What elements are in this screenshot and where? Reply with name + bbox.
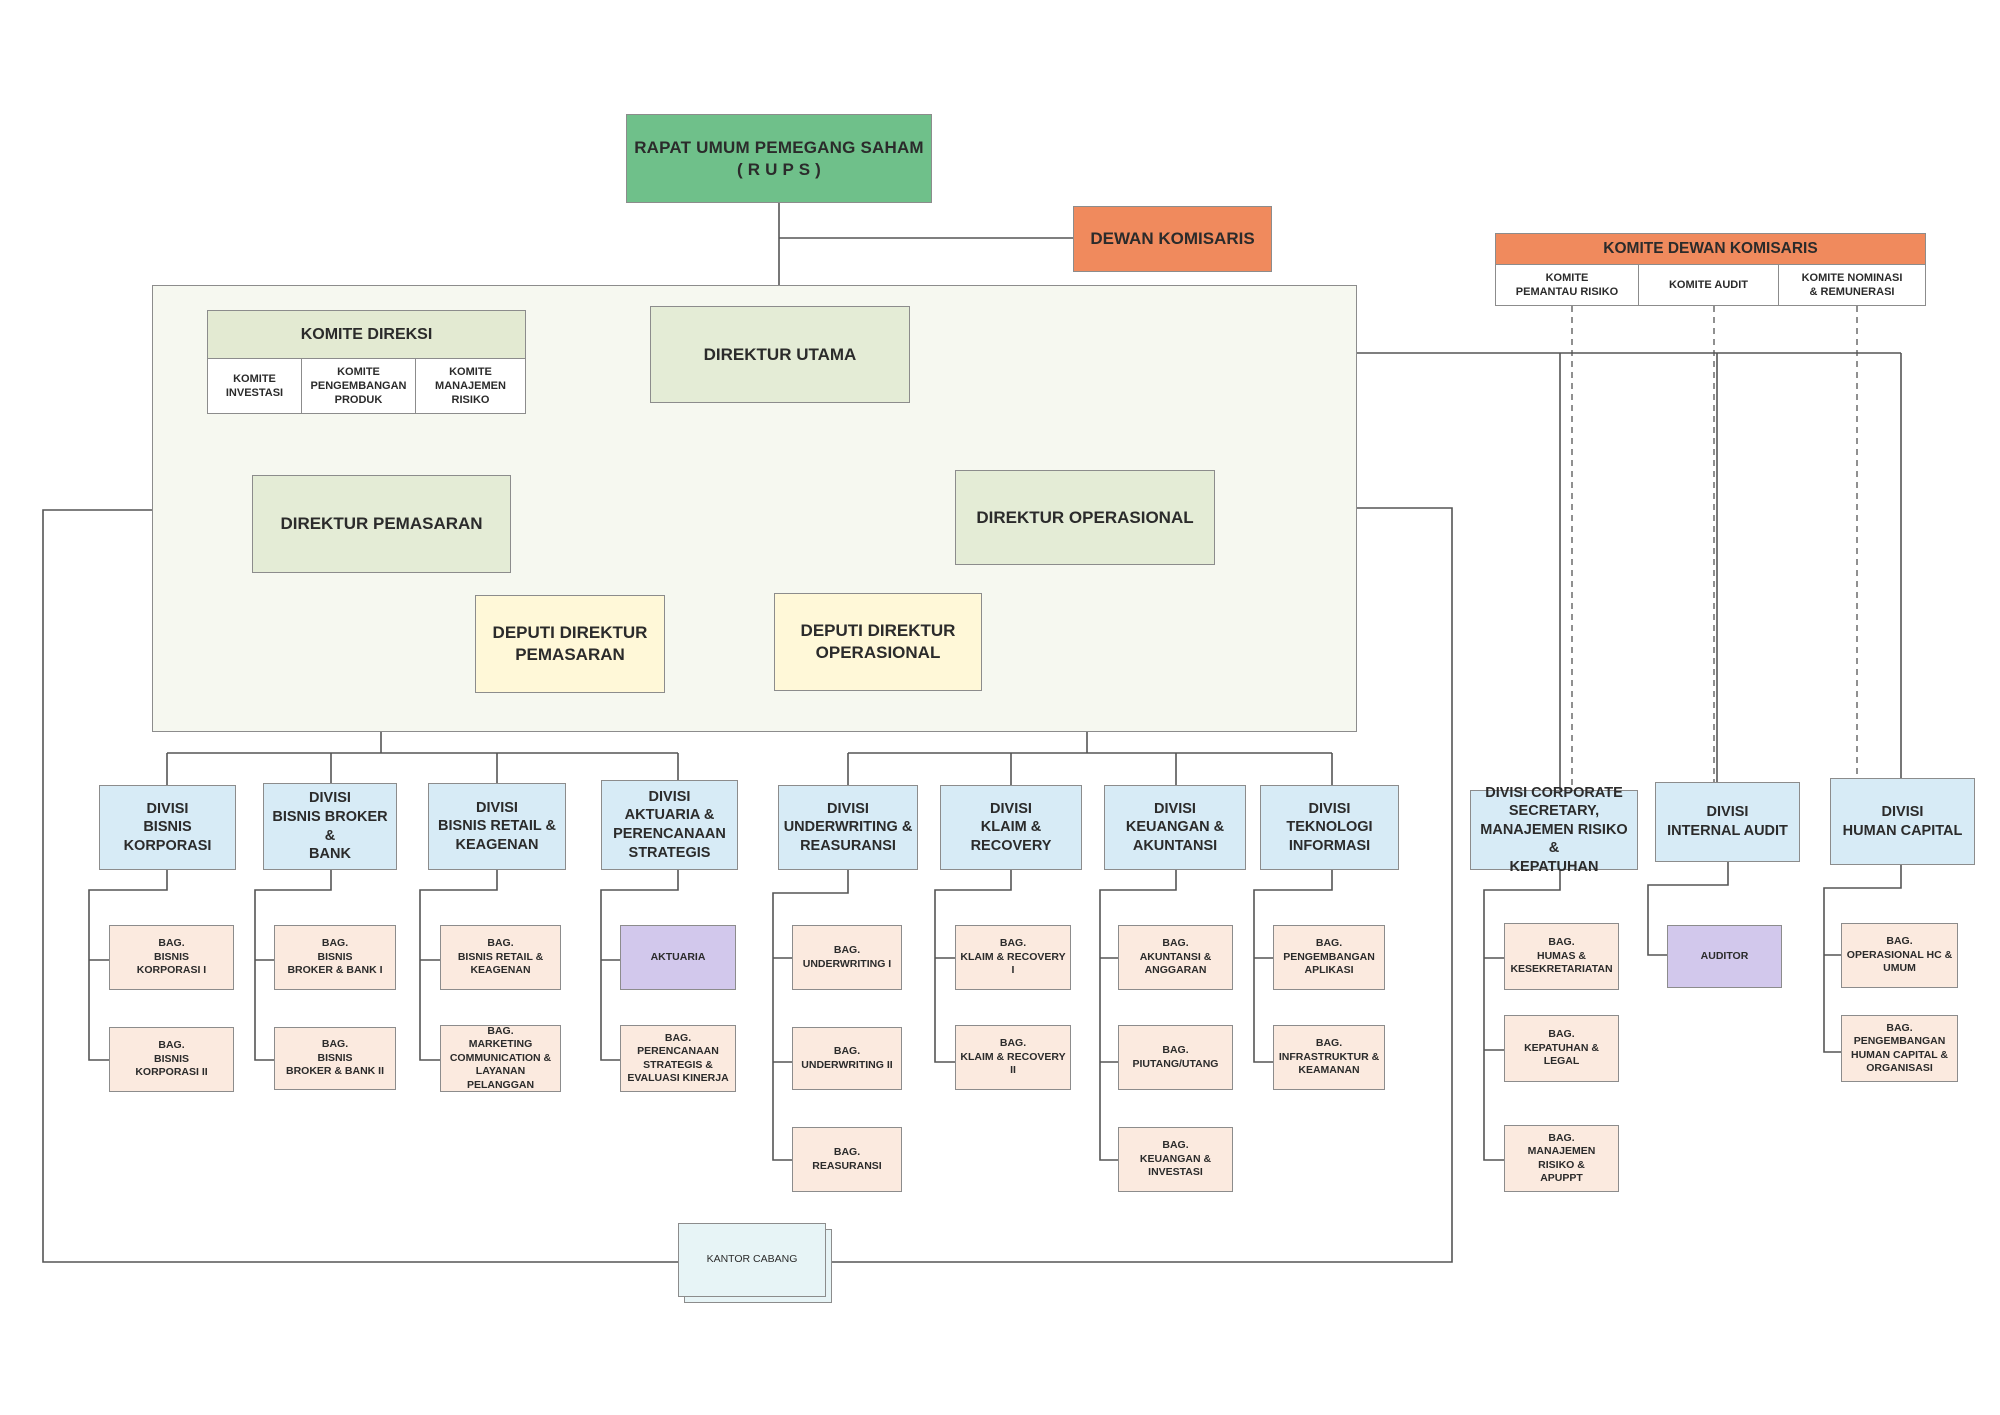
divisi-teknologi-informasi: DIVISI TEKNOLOGI INFORMASI (1260, 785, 1399, 870)
deputi-operasional-box: DEPUTI DIREKTUR OPERASIONAL (774, 593, 982, 691)
bag-bisnis-korporasi-2: BAG. BISNIS KORPORASI II (109, 1027, 234, 1092)
bag-underwriting-1: BAG. UNDERWRITING I (792, 925, 902, 990)
bag-infrastruktur-keamanan: BAG. INFRASTRUKTUR & KEAMANAN (1273, 1025, 1385, 1090)
bag-bisnis-broker-bank-2: BAG. BISNIS BROKER & BANK II (274, 1027, 396, 1090)
bag-humas-kesekretariatan: BAG. HUMAS & KESEKRETARIATAN (1504, 923, 1619, 990)
bag-manajemen-risiko-apuppt: BAG. MANAJEMEN RISIKO & APUPPT (1504, 1125, 1619, 1192)
bag-perencanaan-strategis: BAG. PERENCANAAN STRATEGIS & EVALUASI KI… (620, 1025, 736, 1092)
divisi-klaim-recovery: DIVISI KLAIM & RECOVERY (940, 785, 1082, 870)
divisi-aktuaria-perencanaan: DIVISI AKTUARIA & PERENCANAAN STRATEGIS (601, 780, 738, 870)
bag-operasional-hc-umum: BAG. OPERASIONAL HC & UMUM (1841, 923, 1958, 988)
divisi-underwriting-reasuransi: DIVISI UNDERWRITING & REASURANSI (778, 785, 918, 870)
bag-reasuransi: BAG. REASURANSI (792, 1127, 902, 1192)
divisi-corporate-secretary: DIVISI CORPORATE SECRETARY, MANAJEMEN RI… (1470, 785, 1638, 875)
divisi-bisnis-korporasi: DIVISI BISNIS KORPORASI (99, 785, 236, 870)
bag-akuntansi-anggaran: BAG. AKUNTANSI & ANGGARAN (1118, 925, 1233, 990)
komite-manajemen-risiko-box: KOMITE MANAJEMEN RISIKO (415, 358, 526, 414)
dewan-komisaris-box: DEWAN KOMISARIS (1073, 206, 1272, 272)
auditor-box: AUDITOR (1667, 925, 1782, 988)
bag-keuangan-investasi: BAG. KEUANGAN & INVESTASI (1118, 1127, 1233, 1192)
komite-dewan-komisaris-title: KOMITE DEWAN KOMISARIS (1495, 233, 1926, 265)
komite-pemantau-risiko-box: KOMITE PEMANTAU RISIKO (1495, 264, 1639, 306)
komite-investasi-box: KOMITE INVESTASI (207, 358, 302, 414)
divisi-bisnis-broker-bank: DIVISI BISNIS BROKER & BANK (263, 783, 397, 870)
bag-pengembangan-human-capital: BAG. PENGEMBANGAN HUMAN CAPITAL & ORGANI… (1841, 1015, 1958, 1082)
deputi-pemasaran-box: DEPUTI DIREKTUR PEMASARAN (475, 595, 665, 693)
bag-underwriting-2: BAG. UNDERWRITING II (792, 1027, 902, 1090)
bag-pengembangan-aplikasi: BAG. PENGEMBANGAN APLIKASI (1273, 925, 1385, 990)
bag-klaim-recovery-2: BAG. KLAIM & RECOVERY II (955, 1025, 1071, 1090)
bag-bisnis-broker-bank-1: BAG. BISNIS BROKER & BANK I (274, 925, 396, 990)
divisi-bisnis-retail-keagenan: DIVISI BISNIS RETAIL & KEAGENAN (428, 783, 566, 870)
divisi-keuangan-akuntansi: DIVISI KEUANGAN & AKUNTANSI (1104, 785, 1246, 870)
komite-nominasi-remunerasi-box: KOMITE NOMINASI & REMUNERASI (1778, 264, 1926, 306)
direktur-utama-box: DIREKTUR UTAMA (650, 306, 910, 403)
bag-bisnis-korporasi-1: BAG. BISNIS KORPORASI I (109, 925, 234, 990)
komite-direksi-title: KOMITE DIREKSI (207, 310, 526, 359)
aktuaria-box: AKTUARIA (620, 925, 736, 990)
divisi-human-capital: DIVISI HUMAN CAPITAL (1830, 778, 1975, 865)
rups-box: RAPAT UMUM PEMEGANG SAHAM ( R U P S ) (626, 114, 932, 203)
bag-piutang-utang: BAG. PIUTANG/UTANG (1118, 1025, 1233, 1090)
divisi-internal-audit: DIVISI INTERNAL AUDIT (1655, 782, 1800, 862)
bag-kepatuhan-legal: BAG. KEPATUHAN & LEGAL (1504, 1015, 1619, 1082)
bag-bisnis-retail-keagenan: BAG. BISNIS RETAIL & KEAGENAN (440, 925, 561, 990)
bag-marketing-communication: BAG. MARKETING COMMUNICATION & LAYANAN P… (440, 1025, 561, 1092)
bag-klaim-recovery-1: BAG. KLAIM & RECOVERY I (955, 925, 1071, 990)
kantor-cabang-box: KANTOR CABANG (678, 1223, 826, 1297)
direktur-pemasaran-box: DIREKTUR PEMASARAN (252, 475, 511, 573)
komite-pengembangan-produk-box: KOMITE PENGEMBANGAN PRODUK (301, 358, 416, 414)
komite-audit-box: KOMITE AUDIT (1638, 264, 1779, 306)
direktur-operasional-box: DIREKTUR OPERASIONAL (955, 470, 1215, 565)
